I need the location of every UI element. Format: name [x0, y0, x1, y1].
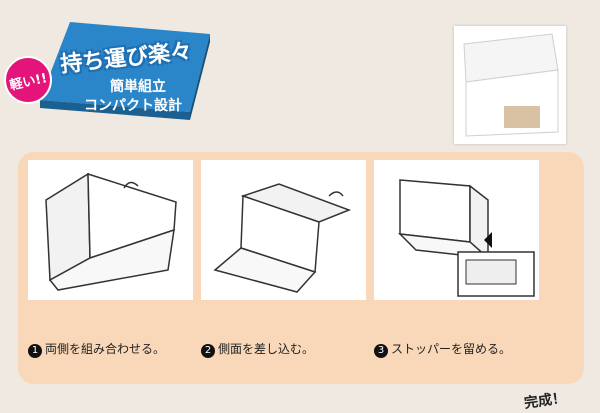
step-1-number: 1 — [28, 344, 42, 358]
step-2-illustration — [201, 160, 366, 300]
title-tile — [40, 22, 210, 120]
done-label: 完成！ — [523, 390, 568, 412]
step-1-base — [48, 228, 175, 291]
step-1-arrow — [123, 181, 139, 189]
step-1-text: 両側を組み合わせる。 — [45, 342, 166, 356]
tile-top — [40, 22, 210, 112]
step-2-drawing — [213, 183, 352, 293]
step-2-base — [213, 247, 317, 293]
tagline-1: 簡単組立 — [110, 79, 166, 95]
step-1-illustration — [28, 160, 193, 300]
step-3-number: 3 — [374, 344, 388, 358]
step-3-text: ストッパーを留める。 — [391, 342, 512, 356]
step-3-arrow-triangle — [484, 232, 492, 248]
step-3-box-front — [399, 179, 471, 243]
step-2-arrow — [328, 191, 344, 197]
step-3-drawing — [397, 179, 535, 297]
product-photo — [454, 26, 566, 144]
product-label — [504, 106, 540, 128]
stage: 軽い!! 持ち運び楽々 簡単組立 コンパクト設計 — [1, 22, 584, 412]
step-1-drawing — [45, 172, 177, 291]
tagline-2: コンパクト設計 — [84, 98, 182, 114]
step-2-text: 側面を差し込む。 — [218, 342, 315, 356]
step-3-illustration — [374, 160, 539, 300]
step-2-number: 2 — [201, 344, 215, 358]
tile-side-right — [190, 34, 210, 120]
step-3-finished-box-window — [465, 259, 517, 285]
tile-side — [40, 100, 190, 120]
